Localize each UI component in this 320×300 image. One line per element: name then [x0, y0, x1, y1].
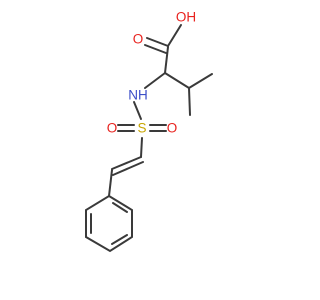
bond-c-oh	[167, 24, 182, 47]
atom-label-s: S	[137, 121, 146, 136]
bond-calpha-nh	[144, 72, 166, 89]
bond-cbeta-methyl-top	[188, 73, 213, 89]
bond-c-o-double-2	[144, 44, 167, 54]
atom-label-nh: NH	[128, 88, 148, 103]
molecule-structure: OH O NH S O O	[85, 10, 213, 253]
bond-s-vinyl	[140, 137, 143, 158]
atom-label-carbonyl-o: O	[133, 32, 144, 47]
phenyl-inner-bond-2	[111, 234, 128, 245]
phenyl-inner-bond-1	[112, 202, 128, 213]
atom-label-oh: OH	[176, 10, 196, 25]
atom-label-sulfonyl-o-right: O	[167, 121, 178, 136]
phenyl-ring	[85, 194, 133, 253]
bond-vinyl-to-phenyl	[108, 169, 113, 197]
bond-vinyl-double-1	[111, 156, 142, 170]
atom-label-sulfonyl-o-left: O	[107, 121, 118, 136]
bond-c-o-double-1	[146, 37, 169, 47]
bond-calpha-cbeta	[164, 72, 190, 89]
bond-cbeta-methyl-bottom	[188, 87, 191, 116]
bond-nh-s	[133, 101, 142, 120]
bond-calpha-carboxyl	[164, 46, 169, 74]
bond-vinyl-double-2	[112, 161, 144, 176]
